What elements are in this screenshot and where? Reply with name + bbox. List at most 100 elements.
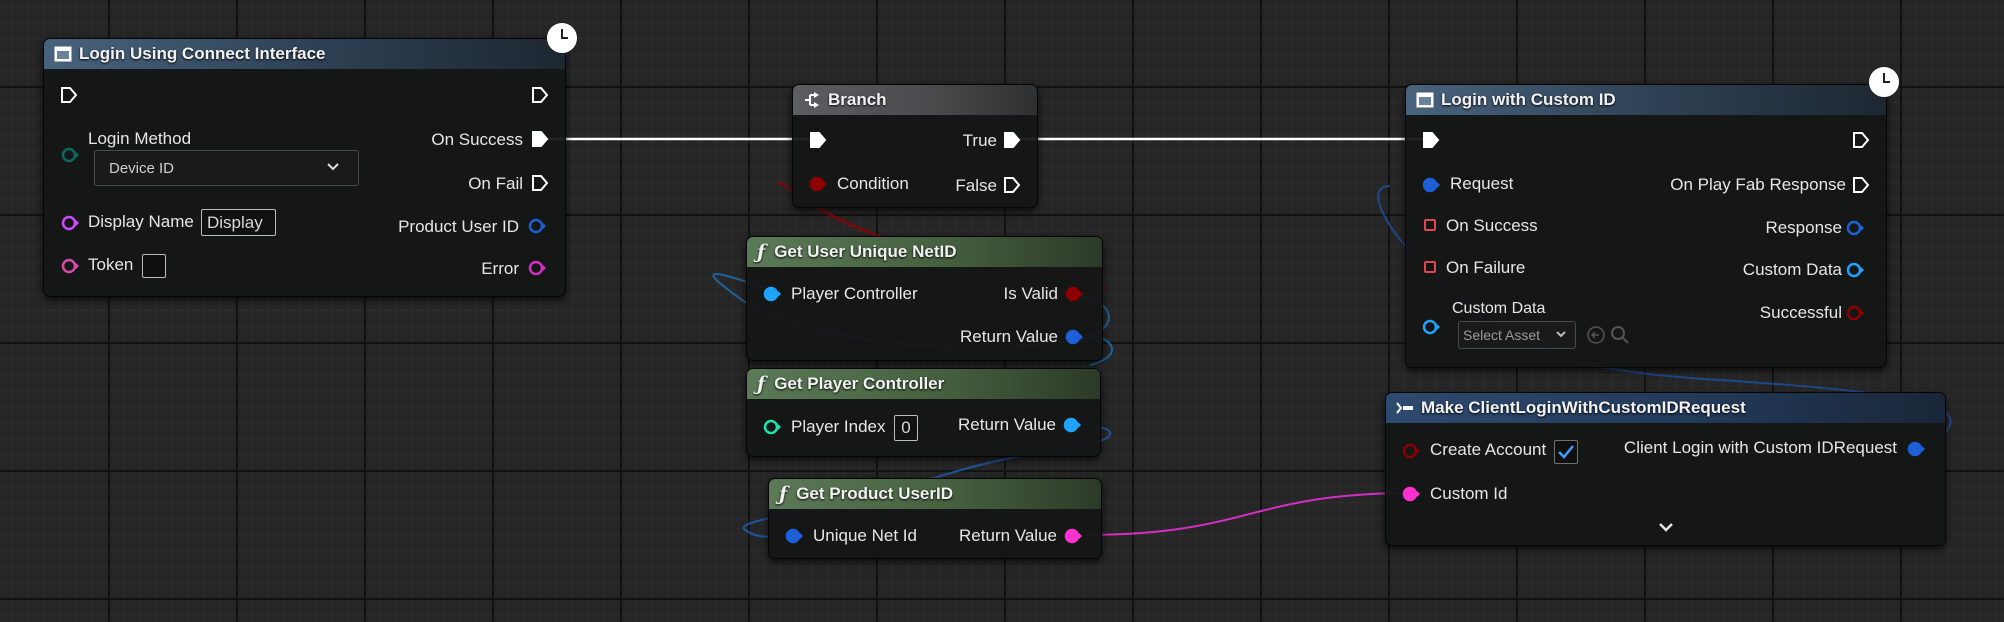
struct-pin-product-user-id[interactable] bbox=[528, 218, 548, 234]
exec-true-pin[interactable] bbox=[1003, 131, 1021, 149]
create-account-label: Create Account bbox=[1430, 440, 1547, 459]
on-success-label: On Success bbox=[431, 130, 523, 149]
object-pin-custom-data[interactable] bbox=[1422, 319, 1442, 335]
false-label: False bbox=[955, 176, 997, 195]
token-input[interactable] bbox=[142, 254, 166, 278]
struct-pin-unique-net-id[interactable] bbox=[785, 528, 805, 544]
display-name-label: Display Name bbox=[88, 212, 194, 231]
request-label: Request bbox=[1450, 174, 1514, 193]
exec-in-pin[interactable] bbox=[809, 131, 827, 149]
struct-pin-return-value[interactable] bbox=[1065, 329, 1085, 345]
condition-label: Condition bbox=[837, 174, 909, 193]
node-title: Get User Unique NetID bbox=[774, 242, 957, 261]
output-label: Client Login with Custom IDRequest bbox=[1623, 438, 1897, 457]
arrow-left-circle-icon[interactable] bbox=[1586, 325, 1606, 345]
node-title: Get Product UserID bbox=[796, 484, 953, 503]
response-label: Response bbox=[1765, 218, 1842, 237]
exec-false-pin[interactable] bbox=[1003, 176, 1021, 194]
exec-in-pin[interactable] bbox=[1422, 131, 1440, 149]
node-make-client-login-request[interactable]: Make ClientLoginWithCustomIDRequest Crea… bbox=[1385, 392, 1946, 546]
struct-pin-response[interactable] bbox=[1846, 220, 1866, 236]
make-struct-icon bbox=[1396, 402, 1413, 414]
object-pin-custom-data-out[interactable] bbox=[1846, 262, 1866, 278]
node-branch[interactable]: Branch Condition True False bbox=[792, 84, 1038, 208]
object-pin-player-controller[interactable] bbox=[763, 286, 783, 302]
bool-pin-successful[interactable] bbox=[1846, 305, 1866, 321]
node-get-product-userid[interactable]: ƒ Get Product UserID Unique Net Id Retur… bbox=[768, 478, 1102, 559]
on-success-label: On Success bbox=[1446, 216, 1538, 235]
exec-out-pin[interactable] bbox=[1852, 131, 1870, 149]
custom-data-out-label: Custom Data bbox=[1742, 260, 1842, 279]
chevron-down-icon[interactable] bbox=[1658, 522, 1674, 533]
node-header[interactable]: ƒ Get User Unique NetID bbox=[747, 237, 1102, 267]
login-method-value: Device ID bbox=[109, 159, 175, 177]
custom-data-asset-picker[interactable]: Select Asset bbox=[1458, 321, 1576, 349]
node-title: Login with Custom ID bbox=[1441, 90, 1616, 109]
error-label: Error bbox=[481, 259, 519, 278]
node-header[interactable]: Login Using Connect Interface bbox=[44, 39, 565, 69]
player-index-label: Player Index bbox=[791, 417, 886, 436]
exec-on-playfab-response-pin[interactable] bbox=[1852, 176, 1870, 194]
custom-id-label: Custom Id bbox=[1430, 484, 1508, 503]
exec-in-pin[interactable] bbox=[60, 86, 78, 104]
return-value-label: Return Value bbox=[959, 526, 1057, 545]
text-pin-token[interactable] bbox=[61, 258, 81, 274]
checkmark-icon bbox=[1558, 445, 1574, 459]
return-value-label: Return Value bbox=[958, 415, 1056, 434]
chevron-down-icon bbox=[1556, 331, 1566, 338]
on-fail-label: On Fail bbox=[468, 174, 523, 193]
display-name-value: Display bbox=[207, 212, 263, 232]
string-pin-error[interactable] bbox=[528, 260, 548, 276]
name-pin-display-name[interactable] bbox=[61, 215, 81, 231]
window-icon bbox=[54, 46, 72, 62]
branch-icon bbox=[805, 92, 819, 108]
node-header[interactable]: ƒ Get Product UserID bbox=[769, 479, 1101, 509]
login-method-dropdown[interactable]: Device ID bbox=[94, 150, 359, 186]
display-name-input[interactable]: Display bbox=[201, 209, 276, 236]
struct-pin-output[interactable] bbox=[1907, 441, 1927, 457]
wire-string-customid bbox=[1083, 492, 1413, 536]
exec-on-fail-pin[interactable] bbox=[531, 174, 549, 192]
on-failure-label: On Failure bbox=[1446, 258, 1526, 277]
window-icon bbox=[1416, 92, 1434, 108]
enum-pin-login-method[interactable] bbox=[61, 147, 81, 163]
create-account-checkbox[interactable] bbox=[1554, 440, 1578, 464]
string-pin-return-value[interactable] bbox=[1064, 528, 1084, 544]
node-header[interactable]: ƒ Get Player Controller bbox=[747, 369, 1100, 399]
product-user-id-label: Product User ID bbox=[398, 217, 519, 236]
unique-net-id-label: Unique Net Id bbox=[813, 526, 917, 545]
bool-pin-create-account[interactable] bbox=[1402, 443, 1422, 459]
chevron-down-icon bbox=[327, 163, 339, 171]
player-index-value: 0 bbox=[901, 418, 911, 437]
struct-pin-request[interactable] bbox=[1422, 177, 1442, 193]
exec-on-success-pin[interactable] bbox=[531, 130, 549, 148]
on-playfab-response-label: On Play Fab Response bbox=[1670, 175, 1846, 194]
player-index-input[interactable]: 0 bbox=[894, 415, 918, 441]
clock-icon bbox=[546, 22, 578, 54]
delegate-pin-on-success[interactable] bbox=[1424, 219, 1436, 231]
node-title: Get Player Controller bbox=[774, 374, 945, 393]
exec-out-pin[interactable] bbox=[531, 86, 549, 104]
function-icon: ƒ bbox=[779, 483, 788, 505]
function-icon: ƒ bbox=[757, 373, 766, 395]
int-pin-player-index[interactable] bbox=[763, 419, 783, 435]
player-controller-label: Player Controller bbox=[791, 284, 918, 303]
search-icon[interactable] bbox=[1610, 325, 1630, 345]
delegate-pin-on-failure[interactable] bbox=[1424, 261, 1436, 273]
node-title: Make ClientLoginWithCustomIDRequest bbox=[1421, 398, 1746, 417]
function-icon: ƒ bbox=[757, 241, 766, 263]
string-pin-custom-id[interactable] bbox=[1402, 486, 1422, 502]
node-get-user-unique-netid[interactable]: ƒ Get User Unique NetID Player Controlle… bbox=[746, 236, 1103, 361]
bool-pin-condition[interactable] bbox=[809, 176, 829, 192]
custom-data-label: Custom Data bbox=[1452, 300, 1546, 317]
node-header[interactable]: Login with Custom ID bbox=[1406, 85, 1886, 115]
node-get-player-controller[interactable]: ƒ Get Player Controller Player Index 0 R… bbox=[746, 368, 1101, 457]
node-title: Branch bbox=[828, 90, 887, 109]
object-pin-return-value[interactable] bbox=[1063, 417, 1083, 433]
node-login-with-custom-id[interactable]: Login with Custom ID Request On Success … bbox=[1405, 84, 1887, 368]
true-label: True bbox=[962, 131, 997, 150]
node-login-using-connect-interface[interactable]: Login Using Connect Interface Login Meth… bbox=[43, 38, 566, 297]
bool-pin-is-valid[interactable] bbox=[1065, 286, 1085, 302]
node-header[interactable]: Branch bbox=[793, 85, 1037, 115]
node-header[interactable]: Make ClientLoginWithCustomIDRequest bbox=[1386, 393, 1945, 423]
